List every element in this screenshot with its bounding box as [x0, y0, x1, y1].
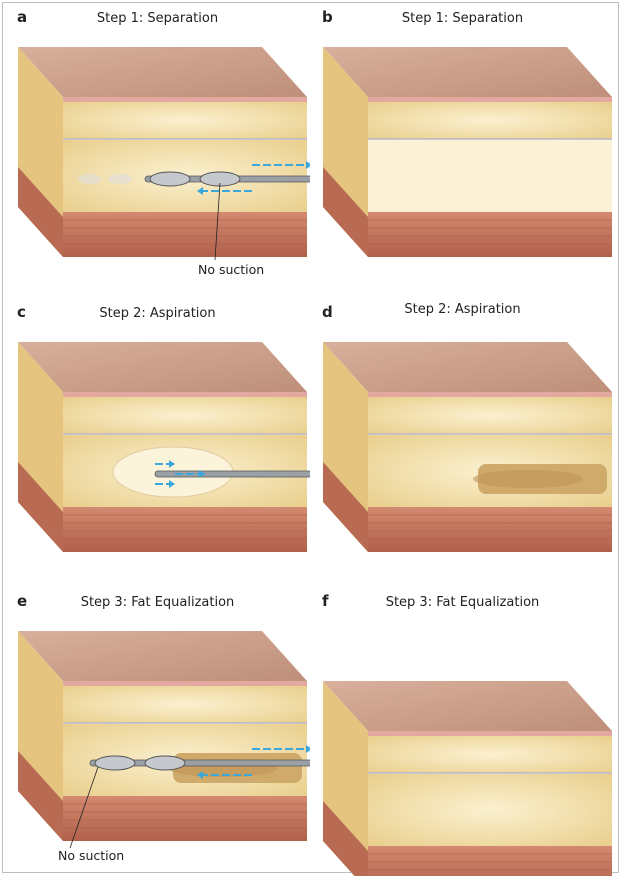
tissue-block-illustration: [323, 47, 612, 257]
fat-tunnel-shadow: [473, 470, 583, 488]
leader-line: [214, 182, 221, 261]
superficial-fat-layer: [368, 397, 612, 434]
panel-letter: d: [322, 303, 333, 321]
arrowhead: [306, 745, 310, 753]
panel-title: Step 1: Separation: [401, 11, 524, 26]
superficial-fat-layer: [63, 686, 307, 723]
muscle-layer: [63, 212, 307, 257]
skin-surface: [323, 681, 612, 731]
deep-fat-layer: [368, 140, 612, 212]
panel-title: Step 3: Fat Equalization: [385, 595, 540, 610]
panel-c: c Step 2: Aspiration: [5, 297, 310, 587]
deep-fat-layer: [368, 774, 612, 846]
skin-surface: [18, 631, 307, 681]
panel-letter: a: [17, 8, 28, 26]
leader-line: [69, 766, 99, 849]
side-muscle: [323, 462, 368, 552]
skin-surface: [323, 342, 612, 392]
superficial-fat-layer: [63, 102, 307, 139]
panel-letter: b: [322, 8, 333, 26]
arrowhead: [306, 161, 310, 169]
muscle-layer: [63, 796, 307, 841]
tissue-block-illustration: [323, 681, 612, 876]
side-muscle: [18, 751, 63, 841]
panel-title: Step 2: Aspiration: [99, 306, 216, 321]
separator-cannula-icon: [78, 171, 310, 187]
arrowhead: [197, 187, 203, 195]
superficial-fat-layer: [368, 736, 612, 773]
dermis-layer: [368, 731, 612, 736]
panel-d: d Step 2: Aspiration: [310, 297, 615, 587]
panel-b: b Step 1: Separation: [310, 2, 615, 292]
arrowhead: [199, 470, 205, 478]
panel-letter: f: [322, 592, 329, 610]
panel-e: e Step 3: Fat Equalization No suction: [5, 586, 310, 876]
panel-title: Step 3: Fat Equalization: [80, 595, 235, 610]
tissue-block-illustration: [18, 342, 310, 552]
cannula-icon: [154, 470, 310, 478]
dermis-layer: [368, 97, 612, 102]
arrowhead: [197, 771, 203, 779]
skin-surface: [18, 342, 307, 392]
superficial-fat-layer: [368, 102, 612, 139]
arrowhead: [169, 480, 175, 488]
panel-letter: e: [17, 592, 28, 610]
side-muscle: [18, 167, 63, 257]
dermis-layer: [368, 392, 612, 397]
panel-f: f Step 3: Fat Equalization: [310, 586, 615, 876]
tissue-block-illustration: [18, 47, 310, 261]
dermis-layer: [63, 681, 307, 686]
panel-title: Step 1: Separation: [96, 11, 219, 26]
skin-surface: [18, 47, 307, 97]
side-muscle: [323, 801, 368, 876]
skin-surface: [323, 47, 612, 97]
separator-cannula-icon: [89, 755, 310, 771]
dermis-layer: [63, 392, 307, 397]
no-suction-label: No suction: [198, 262, 265, 277]
muscle-layer: [368, 846, 612, 876]
superficial-fat-layer: [63, 397, 307, 434]
muscle-layer: [63, 507, 307, 552]
tissue-block-illustration: [323, 342, 612, 552]
dermis-layer: [63, 97, 307, 102]
panel-a: a Step 1: Separation No suction: [5, 2, 310, 292]
side-muscle: [323, 167, 368, 257]
tissue-block-illustration: [18, 631, 310, 849]
panel-letter: c: [17, 303, 26, 321]
muscle-layer: [368, 507, 612, 552]
muscle-layer: [368, 212, 612, 257]
panel-title: Step 2: Aspiration: [404, 302, 521, 317]
no-suction-label: No suction: [58, 848, 125, 863]
arrowhead: [169, 460, 175, 468]
side-muscle: [18, 462, 63, 552]
